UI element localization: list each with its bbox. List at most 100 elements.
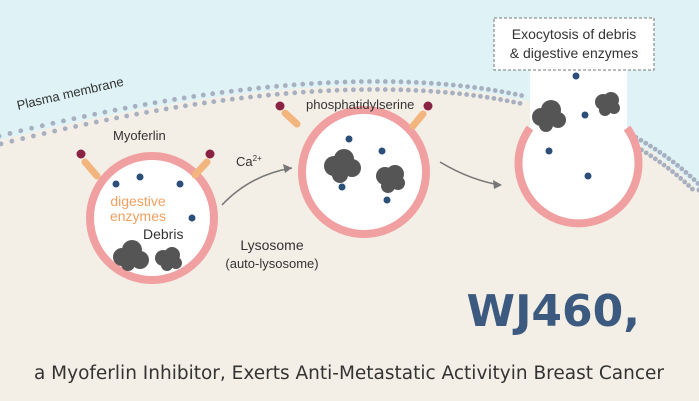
membrane-bead [31,133,36,139]
membrane-bead [0,141,4,147]
membrane-bead [239,95,244,101]
membrane-bead [661,153,667,158]
vesicle-3-ring [514,125,643,228]
membrane-bead [142,102,148,107]
calcium-label: Ca2+ [236,154,262,169]
membrane-bead [238,87,243,93]
membrane-bead [657,149,663,155]
enzyme-dot [572,72,580,80]
membrane-bead [202,100,207,106]
membrane-bead [666,156,672,162]
membrane-bead [152,100,158,106]
membrane-bead [413,80,419,85]
membrane-bead [81,113,87,119]
membrane-bead [682,179,688,185]
membrane-bead [291,82,297,88]
membrane-bead [390,79,396,85]
membrane-bead [219,90,225,95]
membrane-bead [683,169,689,175]
debris-label: Debris [143,226,183,242]
membrane-bead [62,126,68,132]
enzyme-dot [176,180,184,188]
enzyme-dot [136,173,144,181]
membrane-bead [499,89,505,95]
vesicle-3-fused [514,60,643,228]
membrane-bead [210,91,216,97]
membrane-bead [308,81,314,87]
membrane-bead [144,109,149,115]
membrane-bead [351,87,356,93]
membrane-bead [292,90,298,96]
membrane-bead [695,180,699,186]
membrane-bead [309,89,315,94]
membrane-bead [163,106,169,112]
membrane-bead [18,128,24,134]
membrane-bead [183,103,188,109]
membrane-bead [52,128,58,134]
membrane-bead [638,137,644,143]
membrane-bead [405,87,411,93]
membrane-bead [443,81,449,87]
auto-lysosome-label: (auto-lysosome) [225,256,318,271]
phosphatidylserine-right [409,101,433,130]
membrane-bead [257,93,262,99]
enzyme-dot [545,147,553,155]
membrane-bead [200,92,206,98]
membrane-bead [398,79,404,85]
debris-particle [532,100,566,132]
vesicle-3-interior [518,60,639,224]
membrane-bead [484,94,490,100]
membrane-bead [71,116,77,122]
membrane-bead [266,92,271,98]
membrane-bead [517,100,523,106]
membrane-bead [436,81,442,87]
membrane-bead [104,117,109,123]
enzyme-dot [338,183,346,191]
membrane-bead [675,162,680,168]
membrane-bead [211,99,217,105]
plasma-membrane [0,79,699,193]
membrane-bead [648,153,654,159]
membrane-bead [512,91,518,97]
membrane-bead [61,118,66,124]
membrane-bead [428,88,434,94]
membrane-bead [478,93,483,99]
membrane-bead [450,82,456,88]
membrane-bead [325,80,331,86]
membrane-bead [398,87,404,93]
membrane-bead [511,99,516,105]
membrane-bead [661,162,667,168]
debris-particle [376,165,405,193]
membrane-bead [122,105,128,111]
membrane-bead [686,183,691,188]
membrane-bead [670,159,676,165]
membrane-bead [375,79,380,84]
membrane-bead [265,84,271,90]
exocytosis-label-line2: & digestive enzymes [510,45,638,61]
membrane-bead [283,91,289,96]
membrane-bead [359,87,364,92]
membrane-bead [7,131,13,136]
membrane-bead [690,186,695,192]
phosphatidylserine-left [275,101,301,128]
vesicle-1: Myoferlin digestive enzymes Debris [76,128,218,284]
membrane-bead [670,169,675,175]
enzyme-dot [581,111,589,119]
membrane-bead [458,83,463,89]
membrane-bead [465,84,470,89]
membrane-bead [492,88,498,93]
membrane-bead [0,133,2,139]
digestive-enzymes-line1: digestive [110,193,165,209]
membrane-bead [342,87,348,93]
membrane-bead [300,89,306,95]
myoferlin-label: Myoferlin [113,128,166,143]
membrane-bead [648,143,653,149]
membrane-bead [367,87,372,92]
membrane-bead [406,79,412,85]
membrane-bead [92,111,98,117]
myoferlin-right [191,149,215,179]
membrane-bead [274,83,279,89]
membrane-bead [665,165,671,171]
debris-particle [155,247,182,271]
